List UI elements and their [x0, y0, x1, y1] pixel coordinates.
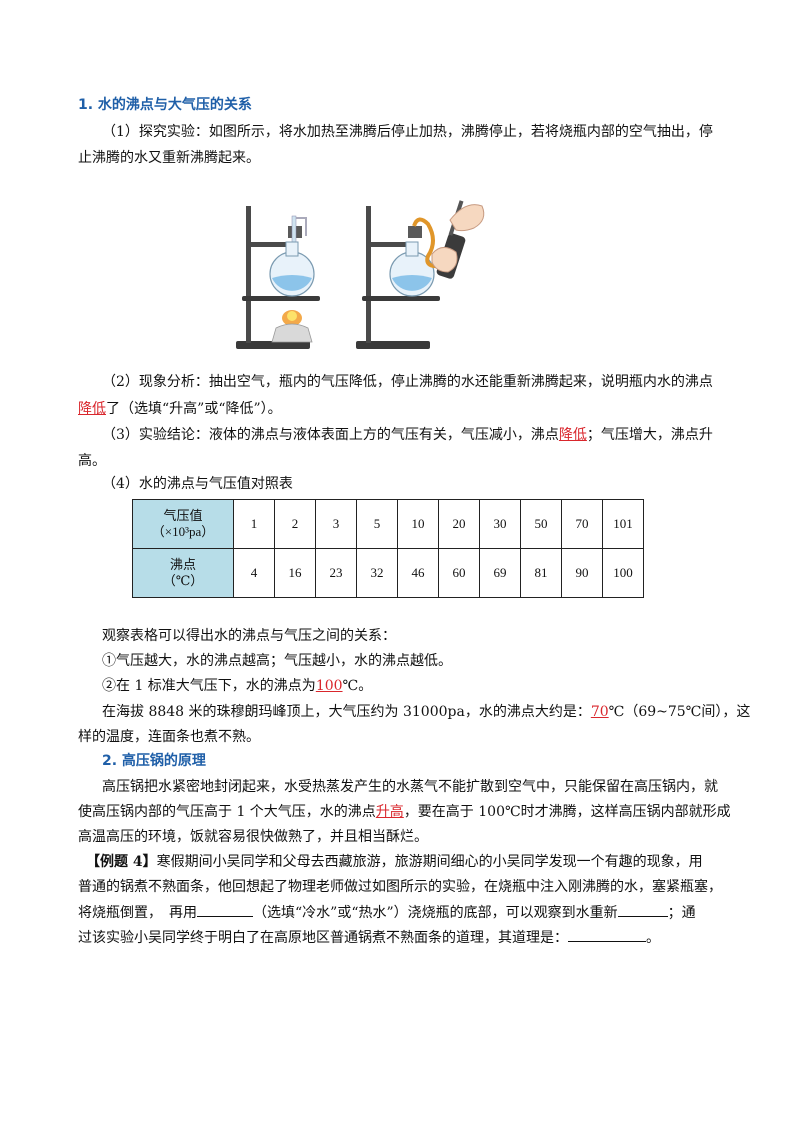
- example-line2: 普通的锅煮不熟面条，他回想起了物理老师做过如图所示的实验，在烧瓶中注入刚沸腾的水…: [78, 879, 722, 895]
- table-cell: 2: [274, 499, 316, 549]
- p1-line2: 止沸腾的水又重新沸腾起来。: [78, 150, 260, 166]
- example-label: 【例题 4】: [86, 854, 157, 870]
- table-cell: 100: [602, 548, 644, 598]
- everest-line1: 在海拔 8848 米的珠穆朗玛峰顶上，大气压约为 31000pa，水的沸点大约是…: [102, 704, 751, 720]
- p2-line1: （2）现象分析：抽出空气，瓶内的气压降低，停止沸腾的水还能重新沸腾起来，说明瓶内…: [102, 374, 713, 390]
- table-cell: 30: [479, 499, 521, 549]
- section1-heading: 1. 水的沸点与大气压的关系: [78, 97, 252, 113]
- table-cell: 70: [561, 499, 603, 549]
- table-cell: 5: [356, 499, 398, 549]
- table-cell: 3: [315, 499, 357, 549]
- boiling-experiment-figure: [236, 200, 485, 349]
- observation-2: ②在 1 标准大气压下，水的沸点为100℃。: [102, 678, 373, 694]
- everest-line2: 样的温度，连面条也煮不熟。: [78, 729, 260, 745]
- section2-heading: 2. 高压锅的原理: [102, 753, 206, 769]
- p3-line1: （3）实验结论：液体的沸点与液体表面上方的气压有关，气压减小，沸点降低；气压增大…: [102, 427, 713, 443]
- p4-title: （4）水的沸点与气压值对照表: [102, 476, 293, 492]
- table-cell: 4: [233, 548, 275, 598]
- blank-2: [617, 902, 668, 917]
- boiling-point-table: 气压值（×10³pa） 1 2 3 5 10 20 30 50 70 101 沸…: [132, 499, 644, 598]
- p3-line2: 高。: [78, 453, 106, 469]
- table-cell: 50: [520, 499, 562, 549]
- left-apparatus: [236, 206, 320, 349]
- s2-line1: 高压锅把水紧密地封闭起来，水受热蒸发产生的水蒸气不能扩散到空气中，只能保留在高压…: [102, 779, 718, 795]
- blank-1: [197, 902, 253, 917]
- table-cell: 20: [438, 499, 480, 549]
- s2-line3: 高温高压的环境，饭就容易很快做熟了，并且相当酥烂。: [78, 829, 428, 845]
- table-cell: 46: [397, 548, 439, 598]
- table-cell: 81: [520, 548, 562, 598]
- observation-1: ①气压越大，水的沸点越高；气压越小，水的沸点越低。: [102, 653, 452, 669]
- table-cell: 60: [438, 548, 480, 598]
- table-cell: 1: [233, 499, 275, 549]
- p2-line2: 降低了（选填“升高”或“降低”）。: [78, 401, 282, 417]
- p3-answer: 降低: [558, 427, 587, 443]
- right-apparatus: [356, 200, 485, 349]
- p1-line1: （1）探究实验：如图所示，将水加热至沸腾后停止加热，沸腾停止，若将烧瓶内部的空气…: [102, 124, 713, 140]
- table-cell: 101: [602, 499, 644, 549]
- everest-answer: 70: [590, 704, 609, 720]
- blank-3: [568, 927, 646, 942]
- boiling-header: 沸点（℃）: [132, 548, 234, 598]
- table-cell: 90: [561, 548, 603, 598]
- p2-answer: 降低: [78, 401, 106, 417]
- obs2-answer: 100: [315, 678, 343, 694]
- table-cell: 23: [315, 548, 357, 598]
- pressure-header: 气压值（×10³pa）: [132, 499, 234, 549]
- example-line4: 过该实验小吴同学终于明白了在高原地区普通锅煮不熟面条的道理，其道理是：。: [78, 927, 728, 948]
- example-line3: 将烧瓶倒置， 再用（选填“冷水”或“热水”）浇烧瓶的底部，可以观察到水重新；通: [78, 902, 728, 923]
- table-cell: 16: [274, 548, 316, 598]
- observation-intro: 观察表格可以得出水的沸点与气压之间的关系：: [102, 628, 396, 644]
- table-row-pressure: 气压值（×10³pa） 1 2 3 5 10 20 30 50 70 101: [132, 499, 644, 549]
- table-cell: 69: [479, 548, 521, 598]
- table-cell: 32: [356, 548, 398, 598]
- table-cell: 10: [397, 499, 439, 549]
- table-row-boiling: 沸点（℃） 4 16 23 32 46 60 69 81 90 100: [132, 548, 644, 598]
- s2-answer: 升高: [375, 804, 404, 820]
- s2-line2: 使高压锅内部的气压高于 1 个大气压，水的沸点升高，要在高于 100℃时才沸腾，…: [78, 804, 731, 820]
- example-line1: 【例题 4】寒假期间小吴同学和父母去西藏旅游，旅游期间细心的小吴同学发现一个有趣…: [86, 854, 703, 870]
